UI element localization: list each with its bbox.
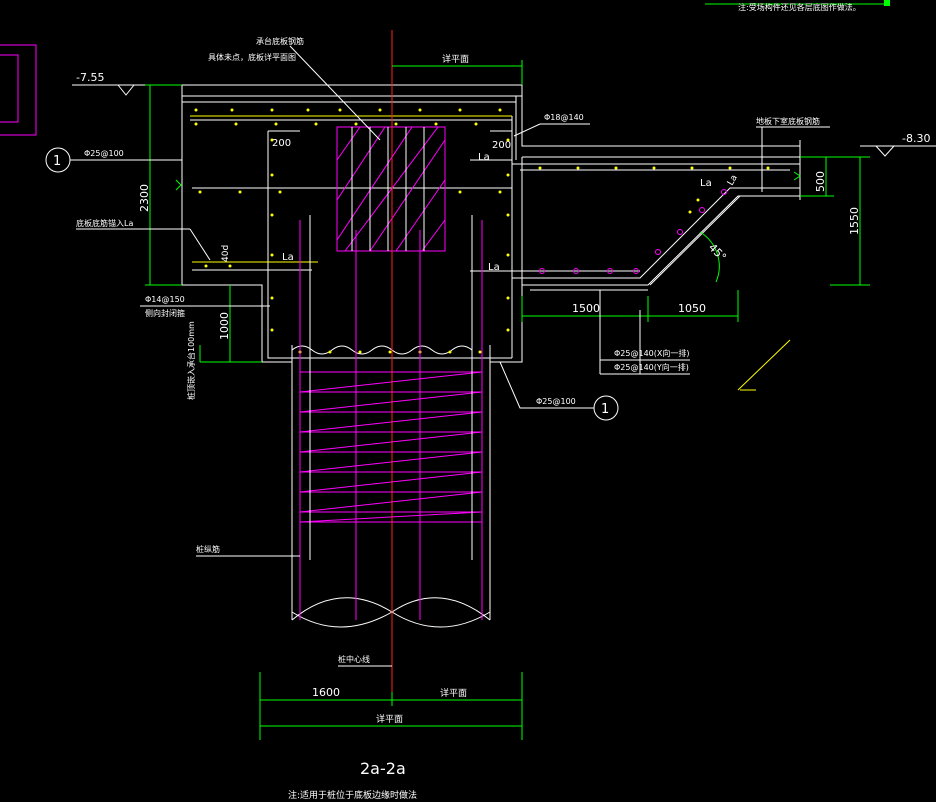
marker-right-label: 1: [601, 402, 609, 417]
marker-left-label: 1: [53, 154, 61, 169]
bottom-fill-note-2: 详平面: [376, 713, 403, 725]
pile-long-bar-label: 桩纵筋: [196, 544, 220, 554]
dim-1000: 1000: [218, 312, 231, 340]
dim-1600: 1600: [312, 686, 340, 699]
adjacent-element-inner: [0, 54, 19, 123]
slab-top-outline: [182, 84, 800, 147]
la-label-6: 40d: [221, 245, 231, 262]
cap-left-outline: [181, 85, 292, 363]
top-note: 注:受场构件还见各层底图作做法。: [738, 2, 861, 12]
pit-note: 地板下室底板钢筋: [756, 116, 820, 126]
la-label-4: La: [700, 178, 712, 189]
side-note: 侧向封闭箍: [145, 308, 185, 318]
hatch-lines: [336, 126, 446, 252]
rebar-circles: [539, 189, 727, 274]
pile-anchor-note: 桩顶嵌入承台100mm: [186, 321, 196, 400]
elevation-left-symbol: [117, 84, 135, 96]
pile-inner-bars: [309, 215, 473, 560]
la-label-5: La: [726, 173, 740, 187]
rebar-y-label: Φ25@140(Y向一排): [614, 362, 689, 372]
pit-slope-outline: [522, 195, 800, 286]
elevation-right-symbol: [875, 145, 895, 157]
hatch-verticals: [351, 127, 425, 251]
hatched-zone: [336, 126, 446, 252]
la-label-1: La: [478, 152, 490, 163]
section-title: 2a-2a: [360, 759, 406, 778]
break-mark-left: [175, 179, 182, 191]
dim-500: 500: [814, 171, 827, 192]
dim-1550: 1550: [848, 207, 861, 235]
dim-200-right: 200: [492, 140, 511, 151]
dim-2300: 2300: [138, 184, 151, 212]
la-label-2: La: [282, 252, 294, 263]
dim-1500: 1500: [572, 302, 600, 315]
cap-left-bar: [267, 131, 512, 359]
pile-longitudinal-bars: [299, 220, 483, 620]
rebar-x-label: Φ25@140(X向一排): [614, 348, 689, 358]
cap-rebar-note-1: 承台底板钢筋: [256, 36, 304, 46]
bottom-fill-note-1: 详平面: [440, 687, 467, 699]
angle-label: 45°: [706, 241, 729, 264]
dim-200-left: 200: [272, 138, 291, 149]
la-label-3: La: [488, 262, 500, 273]
angle-arc: [699, 231, 720, 283]
pile-center-label: 桩中心线: [338, 654, 370, 664]
fill-note: 详平面: [442, 53, 469, 65]
pit-slope-bar: [649, 195, 741, 286]
anchor-note: 底板底筋锚入La: [76, 218, 133, 228]
dim-1050: 1050: [678, 302, 706, 315]
rebar-25-right-label: Φ25@100: [536, 397, 576, 406]
break-mark-right: [793, 171, 801, 181]
bottom-note: 注:适用于桩位于底板边缘时做法: [288, 789, 417, 801]
cap-right-outline: [490, 157, 523, 363]
pile-head-cut: [291, 345, 473, 355]
cap-rebar-note-2: 具体未点，底板详平面图: [208, 52, 296, 62]
highlight-leader: [737, 339, 791, 391]
elevation-left: -7.55: [76, 71, 104, 84]
pile-spiral: [299, 371, 483, 523]
pit-bottom-bar: [512, 187, 800, 279]
rebar-18-label: Φ18@140: [544, 113, 584, 122]
rebar-25-left-label: Φ25@100: [84, 149, 124, 158]
top-note-mark: [884, 0, 890, 6]
adjacent-element: [0, 44, 37, 136]
elevation-right: -8.30: [902, 132, 930, 145]
leader-cap-note: [289, 45, 381, 141]
rebar-14-label: Φ14@150: [145, 295, 185, 304]
